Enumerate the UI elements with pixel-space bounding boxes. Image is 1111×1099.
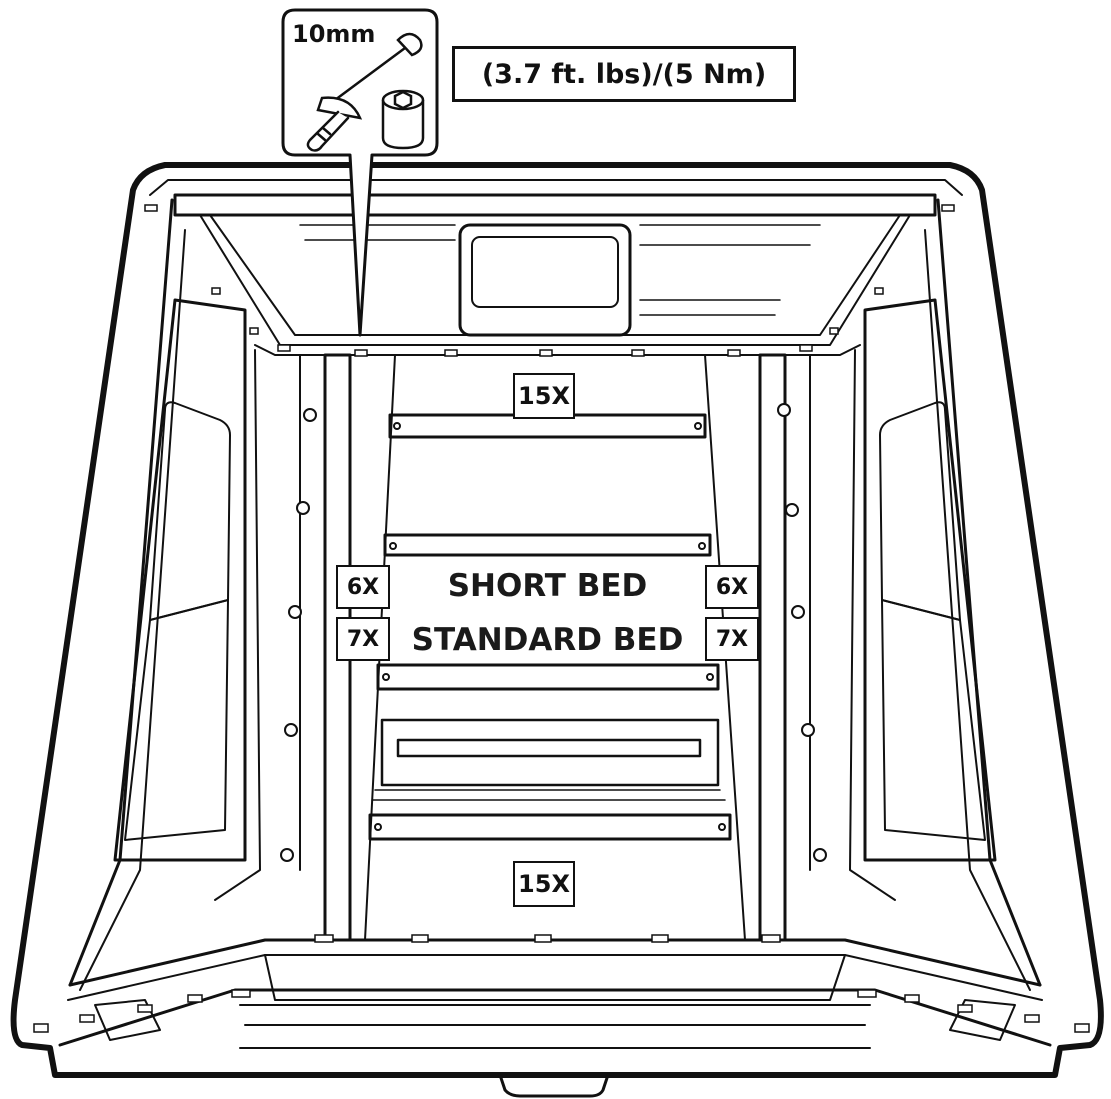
count-right-standard: 7X [705, 617, 759, 661]
crossbar-2 [383, 533, 712, 557]
count-front-row: 15X [513, 373, 575, 419]
count-rear-row: 15X [513, 861, 575, 907]
socket-icon [381, 89, 425, 150]
tool-size-label: 10mm [292, 20, 376, 48]
front-window [458, 223, 632, 337]
tool-callout-bubble [281, 8, 439, 337]
crossbar-3 [376, 663, 720, 691]
rear-latch-handle [498, 1073, 610, 1098]
standard-bed-label: STANDARD BED [395, 622, 700, 658]
left-side-window [113, 298, 247, 862]
count-left-short: 6X [336, 565, 390, 609]
cap-outer-shell [10, 162, 1104, 1078]
front-frame [173, 193, 937, 217]
torque-spec-label: (3.7 ft. lbs)/(5 Nm) [452, 46, 796, 102]
right-side-wall [936, 198, 1042, 987]
torque-wrench-icon [306, 32, 423, 152]
crossbar-4 [368, 813, 732, 841]
count-left-standard: 7X [336, 617, 390, 661]
left-side-wall [68, 198, 174, 987]
roof-panel [380, 718, 720, 787]
right-side-window [863, 298, 997, 862]
right-roof-rail [758, 353, 787, 942]
rear-frame [68, 938, 1042, 987]
count-right-short: 6X [705, 565, 759, 609]
short-bed-label: SHORT BED [395, 568, 700, 604]
